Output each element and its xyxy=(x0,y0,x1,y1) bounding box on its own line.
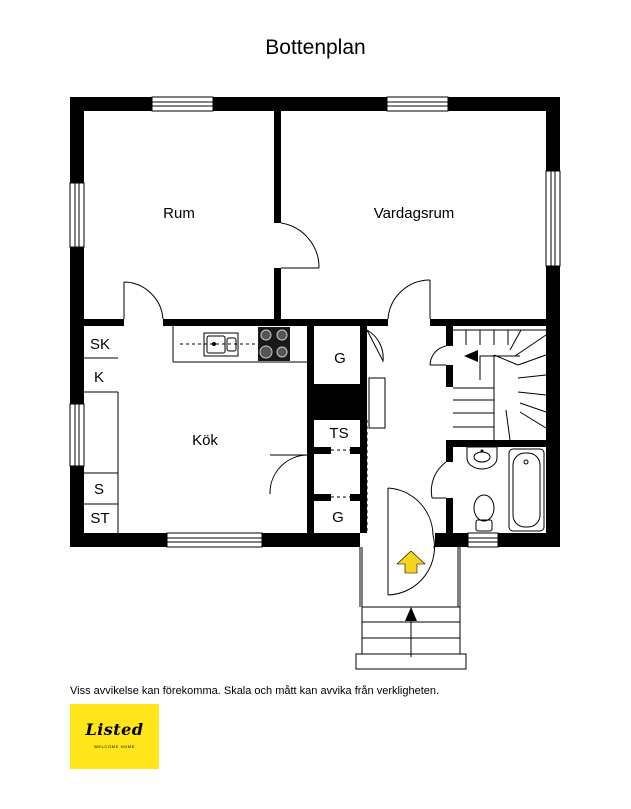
kitchen-counter xyxy=(84,326,307,533)
logo-tagline: WELCOME HOME xyxy=(94,744,135,749)
entrance-arrow-icon xyxy=(396,550,426,574)
cabinet-label-sk: SK xyxy=(90,336,110,353)
listed-logo: Listed WELCOME HOME xyxy=(70,704,159,769)
logo-wordmark: Listed xyxy=(85,720,144,739)
room-label-g-upper: G xyxy=(334,350,346,367)
toilet-icon xyxy=(473,494,495,532)
room-label-g-lower: G xyxy=(332,509,344,526)
room-label-kok: Kök xyxy=(192,432,218,449)
room-label-vardagsrum: Vardagsrum xyxy=(374,205,455,222)
bathtub-icon xyxy=(508,448,545,532)
interior-walls xyxy=(84,111,546,533)
windows xyxy=(69,96,561,548)
room-label-ts: TS xyxy=(329,425,348,442)
hall-closet xyxy=(368,377,386,429)
entry-direction-arrow xyxy=(405,607,417,621)
stair-direction-arrow xyxy=(464,350,520,380)
stove-icon xyxy=(258,327,290,361)
room-label-rum: Rum xyxy=(163,205,195,222)
doors xyxy=(123,222,447,596)
staircase xyxy=(453,329,547,441)
plan-title: Bottenplan xyxy=(265,36,366,59)
cabinet-label-st: ST xyxy=(90,510,109,527)
cabinet-label-s: S xyxy=(94,481,104,498)
sink-icon xyxy=(203,332,239,357)
cabinet-label-k: K xyxy=(94,369,104,386)
washbasin-icon xyxy=(466,446,498,470)
disclaimer-text: Viss avvikelse kan förekomma. Skala och … xyxy=(70,685,440,697)
entry-steps xyxy=(355,546,467,670)
